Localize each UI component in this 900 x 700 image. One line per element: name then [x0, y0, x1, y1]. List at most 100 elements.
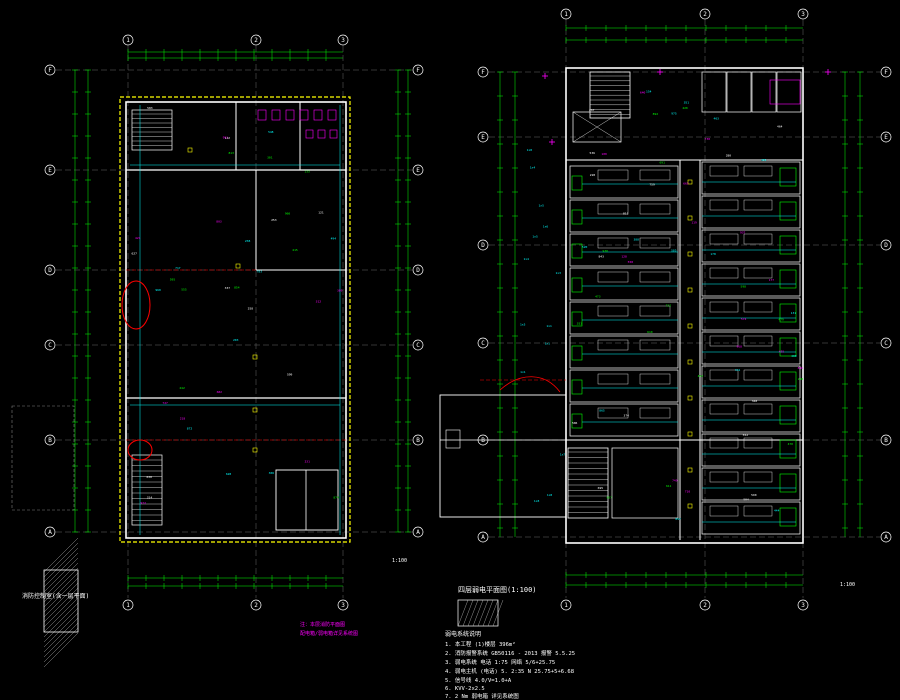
left-hatch-line: [43, 572, 79, 608]
right-col-axis-2-bottom: 2: [703, 602, 707, 609]
right-legend-hatch: [492, 599, 504, 627]
right-row-axis-E-right-circle: [880, 131, 892, 143]
left-hatch-line: [43, 597, 79, 633]
right-col-axis-2-top-circle: [699, 8, 711, 20]
right-bed: [597, 237, 629, 249]
left-label: 627: [131, 252, 137, 256]
right-label: 598: [741, 285, 747, 289]
right-room-right: [701, 501, 801, 535]
right-side-label: 1x3: [556, 271, 562, 275]
left-label: 142: [225, 136, 231, 140]
right-label: 238: [798, 377, 804, 381]
right-device: [687, 431, 693, 437]
left-scale-note: 1:100: [392, 558, 407, 564]
right-col-axis-2-bottom-circle: [699, 599, 711, 611]
left-hatch-line: [43, 617, 79, 653]
right-side-label: 1x5: [532, 234, 538, 238]
left-hatch-line: [43, 552, 79, 588]
right-bed: [709, 403, 739, 415]
left-row-axis-C-left-circle: [44, 339, 56, 351]
right-room-wet-area: [779, 507, 797, 527]
right-bed: [597, 271, 629, 283]
right-bed: [639, 203, 671, 215]
left-label: 242: [179, 386, 185, 390]
left-row-axis-E-left-circle: [44, 164, 56, 176]
left-row-axis-C-right-circle: [412, 339, 424, 351]
right-label: 341: [735, 368, 741, 372]
right-bed: [639, 407, 671, 419]
right-notes-header: 弱电系统说明: [445, 630, 481, 638]
left-label: 595: [170, 277, 176, 281]
left-label: 133: [304, 170, 310, 174]
right-label: 640: [640, 90, 646, 94]
right-legend-hatch: [477, 599, 489, 627]
left-hatch-line: [43, 592, 79, 628]
right-side-label: 1x7: [560, 452, 566, 456]
right-label: 738: [705, 137, 711, 141]
right-row-axis-E-left-circle: [477, 131, 489, 143]
right-legend-hatch: [462, 599, 474, 627]
right-device: [687, 251, 693, 257]
left-row-axis-D-right: D: [416, 267, 420, 274]
right-device: [687, 179, 693, 185]
right-label: 506: [572, 421, 578, 425]
right-row-axis-A-left-circle: [477, 531, 489, 543]
left-label: 415: [292, 248, 298, 252]
right-label: 351: [684, 101, 690, 105]
right-row-axis-E-right: E: [884, 134, 888, 141]
left-row-axis-F-left: F: [48, 67, 52, 74]
right-row-axis-C-left: C: [481, 340, 485, 347]
right-room-left: [569, 199, 679, 233]
right-row-axis-A-right-circle: [880, 531, 892, 543]
left-row-axis-D-left-circle: [44, 264, 56, 276]
right-col-axis-1-bottom: 1: [564, 602, 568, 609]
right-room-right: [701, 433, 801, 467]
right-stair-bottom: [567, 447, 609, 519]
right-room-left: [569, 403, 679, 437]
right-row-axis-C-right-circle: [880, 337, 892, 349]
right-legend-hatch: [487, 599, 499, 627]
right-row-axis-F-right: F: [884, 69, 888, 76]
right-room-right: [701, 161, 801, 195]
left-label: 301: [267, 155, 273, 159]
left-label: 306: [269, 471, 275, 475]
left-col-axis-3-top-circle: [337, 34, 349, 46]
left-label: 309: [337, 289, 343, 293]
right-label: 178: [710, 252, 716, 256]
left-label: 312: [316, 299, 322, 303]
left-hatch-line: [43, 607, 79, 643]
left-hatch-line: [43, 602, 79, 638]
right-bed: [597, 305, 629, 317]
right-label: 504: [743, 498, 749, 502]
right-room-wet-area: [571, 243, 583, 259]
right-device: [687, 503, 693, 509]
left-row-axis-E-right-circle: [412, 164, 424, 176]
right-label: 220: [590, 173, 596, 177]
left-hatch-line: [43, 622, 79, 658]
right-label: 536: [590, 151, 596, 155]
right-row-axis-D-right-circle: [880, 239, 892, 251]
right-label: 388: [634, 237, 640, 241]
right-side-label: 1x1: [545, 342, 551, 346]
left-row-axis-D-right-circle: [412, 264, 424, 276]
right-label: 128: [621, 254, 627, 258]
right-col-axis-1-bottom-circle: [560, 599, 572, 611]
right-label: 930: [603, 249, 609, 253]
right-row-axis-D-left: D: [481, 242, 485, 249]
right-device: [687, 467, 693, 473]
left-hatch-caption: 消防控制室(含一层平面): [22, 592, 89, 600]
right-legend-caption: 四层弱电平面图(1:100): [458, 585, 537, 594]
right-label: 479: [778, 317, 784, 321]
left-hatch-box: [43, 569, 79, 633]
left-row-axis-B-right: B: [416, 437, 420, 444]
right-label: 691: [659, 161, 665, 165]
left-col-axis-1-top: 1: [126, 37, 130, 44]
right-room-wet-area: [779, 235, 797, 255]
right-room-right: [701, 399, 801, 433]
left-row-axis-B-right-circle: [412, 434, 424, 446]
right-bed: [709, 165, 739, 177]
right-elevator: [572, 111, 622, 143]
right-room-left: [569, 165, 679, 199]
left-label: 727: [162, 401, 168, 405]
left-note-2: 配电箱/弱电箱详见系统图: [300, 630, 358, 637]
